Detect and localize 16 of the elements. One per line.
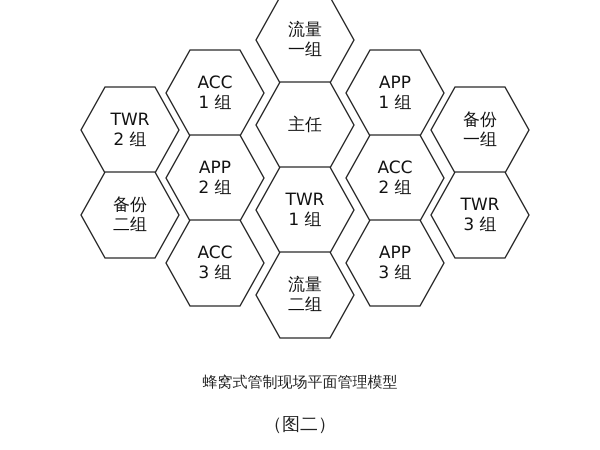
group-name: ACC 2 组 [376, 158, 414, 198]
group-name: APP 1 组 [377, 73, 413, 113]
group-name: ACC 3 组 [196, 243, 234, 283]
figure-number: （图二） [264, 414, 336, 435]
figure-caption: 蜂窝式管制现场平面管理模型 [202, 373, 398, 391]
group-name: TWR 1 组 [284, 190, 326, 230]
group-name: 主任 [286, 115, 323, 135]
group-name: 备份二组 [112, 195, 148, 235]
group-name: TWR 2 组 [110, 110, 150, 150]
group-name: ACC 1 组 [196, 73, 234, 113]
group-name: APP 3 组 [377, 243, 413, 283]
group-name: 流量二组 [286, 275, 323, 315]
group-name: 备份一组 [462, 110, 498, 150]
group-name: TWR 3 组 [460, 195, 500, 235]
group-name: APP 2 组 [197, 158, 233, 198]
group-name: 流量一组 [286, 20, 323, 60]
